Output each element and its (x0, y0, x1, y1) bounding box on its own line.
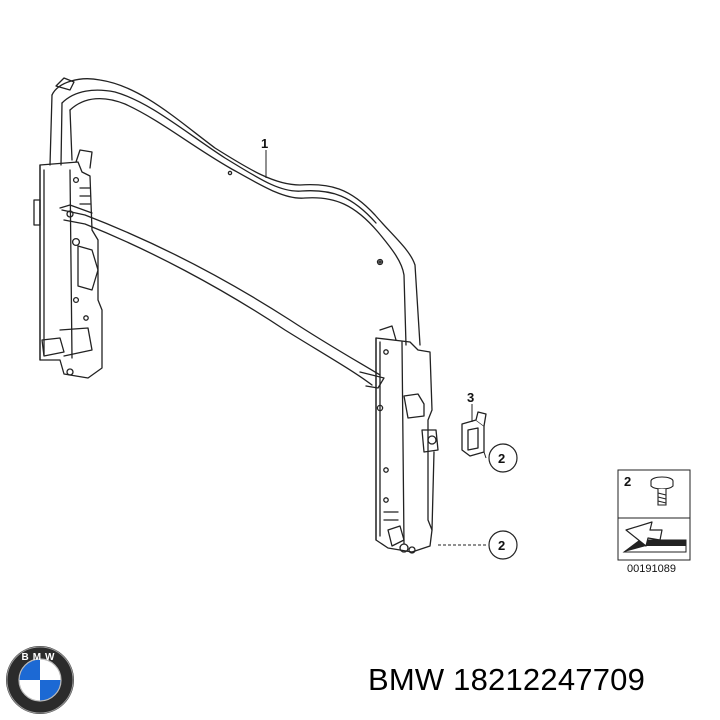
callout-2-bottom: 2 (488, 530, 518, 560)
bmw-logo: BMW (6, 646, 74, 714)
svg-text:BMW: BMW (22, 652, 59, 663)
leader-lines (265, 150, 488, 546)
support-frame (33, 77, 439, 554)
bolt-icon (650, 476, 674, 506)
legend-box: 2 00191089 (617, 469, 691, 575)
clip-part (461, 411, 487, 457)
callout-1: 1 (261, 136, 268, 151)
callout-3: 3 (467, 390, 474, 405)
arrow-wedge-icon (622, 521, 687, 553)
callout-2-top-label: 2 (498, 451, 505, 466)
reference-code: 00191089 (627, 563, 676, 575)
part-number-text: BMW 18212247709 (368, 662, 646, 697)
callout-2-bottom-label: 2 (498, 538, 505, 553)
callout-2-top: 2 (488, 443, 518, 473)
legend-item-number: 2 (624, 474, 631, 489)
